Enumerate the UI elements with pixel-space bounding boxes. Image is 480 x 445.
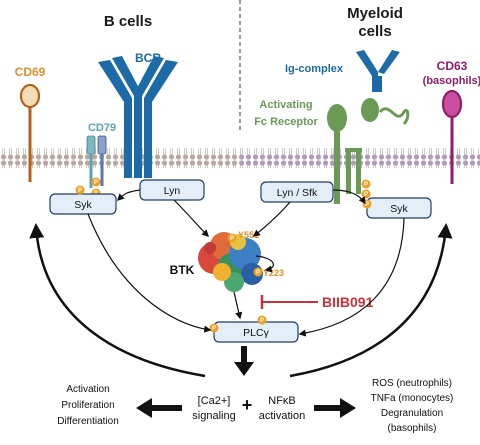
left-output-arrow-shaft	[150, 405, 182, 411]
btk-phospho-y223: P	[256, 270, 260, 276]
arrow-lyn-to-btk	[173, 199, 210, 238]
syk-right-label: Syk	[390, 203, 408, 215]
feedback-arrow-right	[289, 223, 453, 378]
arrow-syk-right-to-plc	[298, 217, 405, 337]
plus-sign: +	[242, 395, 253, 415]
nfkb-label-1: NFκB	[268, 395, 296, 407]
arrow-lyn-to-syk	[116, 189, 141, 202]
output-degranulation: Degranulation	[381, 408, 443, 419]
bcr-receptor	[98, 56, 178, 178]
nfkb-label-2: activation	[259, 410, 305, 422]
inhibitor-label: BIIB091	[322, 294, 374, 310]
output-proliferation: Proliferation	[61, 400, 114, 411]
syk-right-phospho: P	[365, 202, 369, 208]
arrow-syk-to-plc	[87, 213, 212, 333]
cd63-label-1: CD63	[437, 59, 468, 73]
left-output-arrow-head	[136, 398, 152, 418]
feedback-arrow-left	[29, 223, 206, 378]
ig-complex-label: Ig-complex	[285, 63, 344, 75]
plc-label: PLCγ	[243, 327, 269, 339]
cd63-receptor	[441, 89, 463, 184]
myeloid-title-line1: Myeloid	[347, 5, 403, 22]
ca-label-2: signaling	[192, 410, 235, 422]
thick-arrow-shaft	[241, 346, 247, 364]
y223-label: Y223	[263, 268, 284, 278]
fc-receptor-label-1: Activating	[259, 99, 312, 111]
myeloid-title-line2: cells	[358, 23, 391, 40]
lyn-label: Lyn	[164, 185, 181, 197]
cd69-label: CD69	[15, 65, 46, 79]
output-tnfa: TNFa (monocytes)	[371, 393, 454, 404]
right-output-arrow-head	[340, 398, 356, 418]
right-output-arrow-shaft	[314, 405, 342, 411]
plc-phospho-1: P	[212, 326, 216, 332]
fc-receptor-label-2: Fc Receptor	[254, 116, 318, 128]
y551-label: Y551	[238, 230, 259, 240]
syk-left-phospho: P	[78, 188, 82, 194]
cd79-label: CD79	[88, 122, 116, 134]
syk-left-label: Syk	[74, 199, 92, 211]
output-basophils: (basophils)	[388, 423, 437, 434]
ig-complex	[356, 50, 400, 92]
output-ros: ROS (neutrophils)	[372, 378, 452, 389]
cd79-phospho-1: P	[94, 180, 98, 186]
fc-phospho-2: P	[364, 192, 368, 198]
thick-arrow-head	[234, 362, 254, 376]
arrow-lynsfk-to-syk	[332, 189, 366, 205]
lyn-sfk-box	[260, 181, 334, 203]
cd69-receptor	[19, 83, 41, 182]
bcr-label: BCR	[135, 51, 161, 65]
cd79-receptor	[86, 135, 107, 188]
fc-receptor	[327, 98, 410, 204]
plc-phospho-2: P	[260, 318, 264, 324]
lyn-sfk-label: Lyn / Sfk	[277, 187, 318, 199]
syk-left-box	[49, 193, 117, 215]
ca-label-1: [Ca2+]	[198, 395, 231, 407]
output-activation: Activation	[66, 384, 109, 395]
arrow-lynsfk-to-btk	[252, 201, 291, 237]
b-cells-title: B cells	[104, 13, 152, 30]
btk-label: BTK	[170, 263, 195, 277]
b-cell-membrane	[0, 148, 240, 168]
cd63-label-2: (basophils)	[423, 75, 480, 87]
fc-phospho-1: P	[364, 182, 368, 188]
output-differentiation: Differentiation	[57, 416, 119, 427]
btk-phospho-y551: P	[230, 236, 234, 242]
arrow-btk-to-plc	[233, 291, 243, 320]
arrow-y223-loop	[255, 255, 274, 273]
